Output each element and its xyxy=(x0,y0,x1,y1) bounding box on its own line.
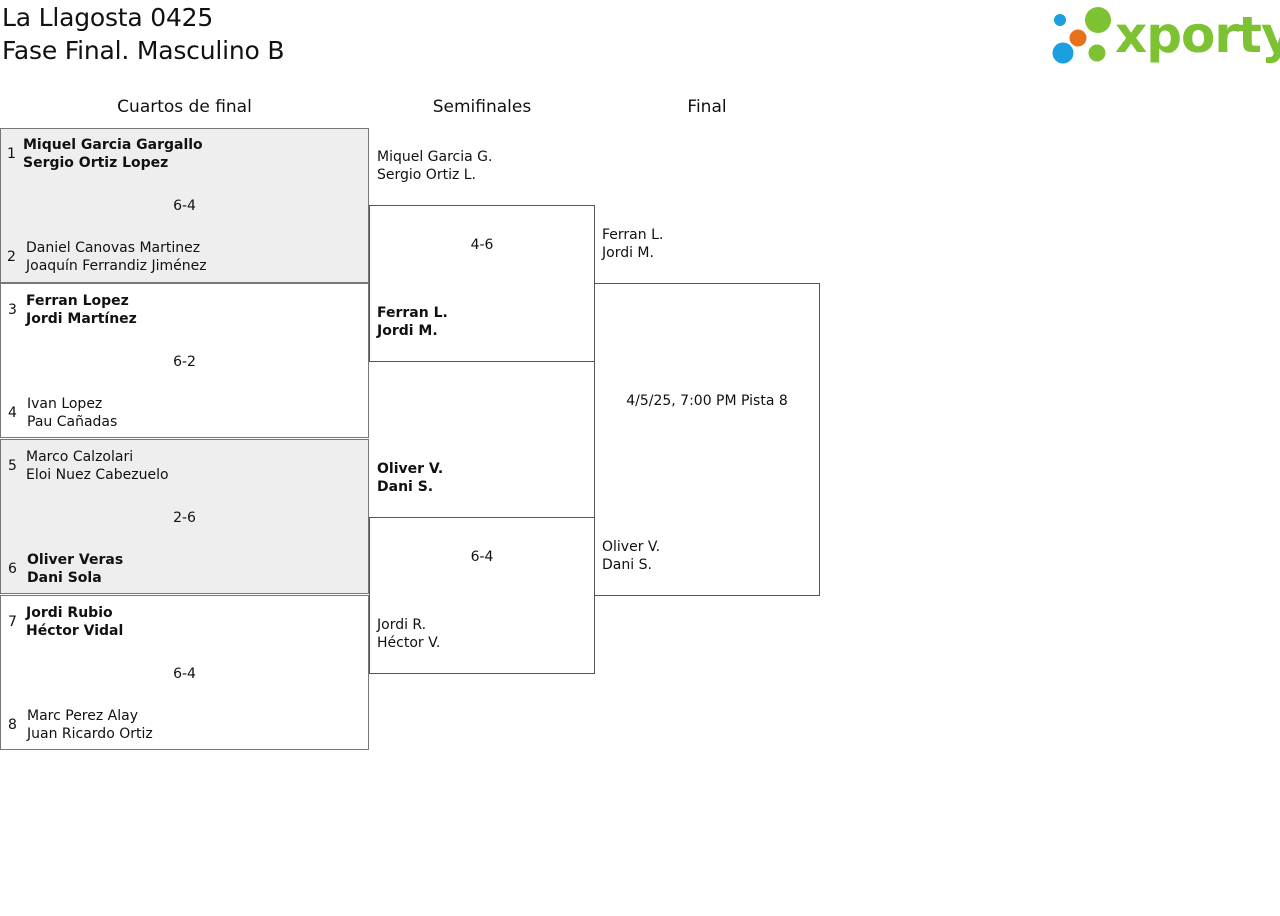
match-score: 4-6 xyxy=(470,237,494,253)
player-name: Héctor Vidal xyxy=(26,623,124,639)
player-name: Daniel Canovas Martinez xyxy=(26,240,201,256)
quarterfinal-match-1[interactable] xyxy=(0,128,369,283)
player-name: Marc Perez Alay xyxy=(27,708,139,724)
team-entry[interactable]: Ferran L. Jordi M. xyxy=(377,304,448,340)
player-name: Dani Sola xyxy=(27,570,102,586)
player-name: Jordi R. xyxy=(377,617,427,633)
quarterfinal-match-2[interactable] xyxy=(0,283,369,438)
player-name: Pau Cañadas xyxy=(27,414,118,430)
player-name: Jordi Martínez xyxy=(26,311,137,327)
round-header-semifinals: Semifinales xyxy=(432,97,532,117)
match-score: 6-2 xyxy=(173,354,196,370)
player-name: Jordi M. xyxy=(377,323,438,339)
team-entry[interactable]: Jordi Rubio Héctor Vidal xyxy=(26,604,123,640)
player-name: Ferran L. xyxy=(602,227,664,243)
round-header-final: Final xyxy=(687,97,727,117)
quarterfinal-match-4[interactable] xyxy=(0,595,369,750)
team-entry[interactable]: Jordi R. Héctor V. xyxy=(377,616,440,652)
phase-title: Fase Final. Masculino B xyxy=(2,36,285,65)
xporty-logo-dots-icon xyxy=(1052,7,1111,64)
player-name: Miquel Garcia G. xyxy=(377,149,493,165)
team-entry[interactable]: Marco Calzolari Eloi Nuez Cabezuelo xyxy=(26,448,169,484)
team-entry[interactable]: Daniel Canovas Martinez Joaquín Ferrandi… xyxy=(26,239,207,275)
match-score: 6-4 xyxy=(470,549,494,565)
team-entry[interactable]: Oliver V. Dani S. xyxy=(602,538,660,574)
player-name: Dani S. xyxy=(377,479,434,495)
player-name: Oliver V. xyxy=(377,461,444,477)
round-header-quarterfinals: Cuartos de final xyxy=(117,97,252,117)
team-entry[interactable]: Ferran Lopez Jordi Martínez xyxy=(26,292,137,328)
player-name: Miquel Garcia Gargallo xyxy=(23,137,203,153)
player-name: Joaquín Ferrandiz Jiménez xyxy=(26,258,207,274)
player-name: Dani S. xyxy=(602,557,652,573)
team-entry[interactable]: Oliver Veras Dani Sola xyxy=(27,551,123,587)
player-name: Marco Calzolari xyxy=(26,449,134,465)
seed-number: 4 xyxy=(8,405,17,421)
team-entry[interactable]: Ferran L. Jordi M. xyxy=(602,226,663,262)
player-name: Sergio Ortiz L. xyxy=(377,167,477,183)
team-entry[interactable]: Oliver V. Dani S. xyxy=(377,460,443,496)
player-name: Eloi Nuez Cabezuelo xyxy=(26,467,169,483)
player-name: Oliver V. xyxy=(602,539,661,555)
tournament-title: La Llagosta 0425 xyxy=(2,3,214,32)
team-entry[interactable]: Miquel Garcia Gargallo Sergio Ortiz Lope… xyxy=(23,136,203,172)
match-score: 6-4 xyxy=(173,198,196,214)
player-name: Juan Ricardo Ortiz xyxy=(27,726,153,742)
team-entry[interactable]: Miquel Garcia G. Sergio Ortiz L. xyxy=(377,148,492,184)
seed-number: 3 xyxy=(8,302,17,318)
seed-number: 1 xyxy=(7,146,16,162)
player-name: Ferran L. xyxy=(377,305,448,321)
team-entry[interactable]: Ivan Lopez Pau Cañadas xyxy=(27,395,117,431)
player-name: Ferran Lopez xyxy=(26,293,129,309)
quarterfinal-match-3[interactable] xyxy=(0,439,369,594)
match-score: 6-4 xyxy=(173,666,196,682)
match-schedule: 4/5/25, 7:00 PM Pista 8 xyxy=(626,393,788,409)
xporty-logo-text: xporty xyxy=(1115,6,1280,64)
player-name: Héctor V. xyxy=(377,635,441,651)
player-name: Oliver Veras xyxy=(27,552,124,568)
player-name: Sergio Ortiz Lopez xyxy=(23,155,169,171)
seed-number: 5 xyxy=(8,458,17,474)
match-score: 2-6 xyxy=(173,510,196,526)
seed-number: 2 xyxy=(7,249,16,265)
team-entry[interactable]: Marc Perez Alay Juan Ricardo Ortiz xyxy=(27,707,153,743)
player-name: Jordi Rubio xyxy=(26,605,113,621)
seed-number: 8 xyxy=(8,717,17,733)
player-name: Jordi M. xyxy=(602,245,654,261)
seed-number: 7 xyxy=(8,614,17,630)
player-name: Ivan Lopez xyxy=(27,396,103,412)
final-match[interactable] xyxy=(594,283,820,596)
seed-number: 6 xyxy=(8,561,17,577)
